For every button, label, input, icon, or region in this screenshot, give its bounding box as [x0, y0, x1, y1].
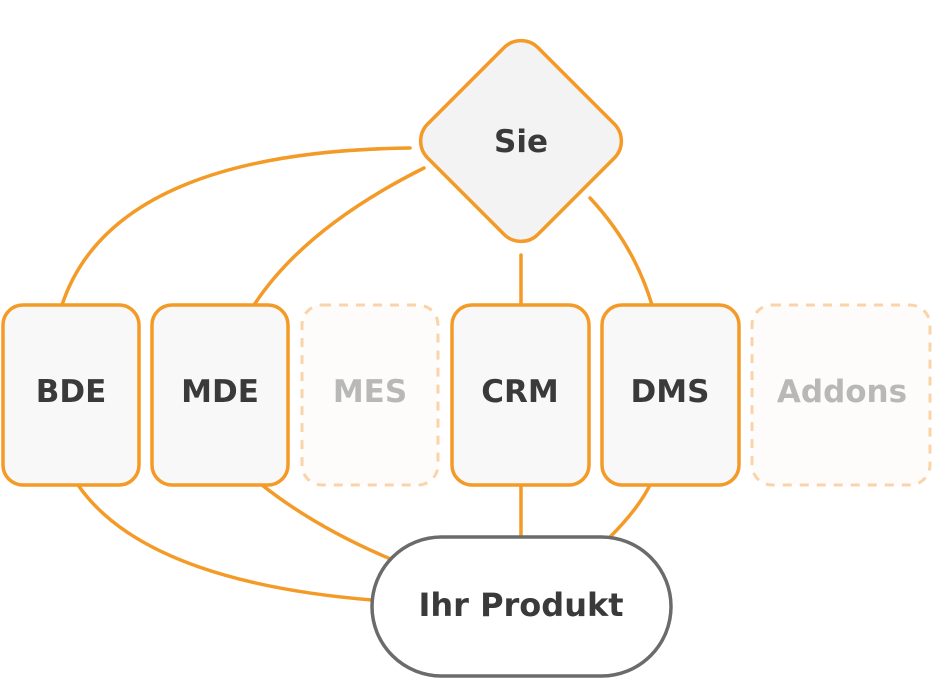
edge-mde-product: [260, 483, 395, 562]
module-crm[interactable]: CRM: [450, 303, 591, 487]
module-mes-label: MES: [333, 374, 407, 410]
center-diamond: [418, 38, 624, 244]
module-crm-label: CRM: [481, 374, 558, 410]
edge-bde-product: [76, 483, 374, 602]
module-addons-box: [750, 303, 932, 487]
edge-dms-product: [608, 483, 652, 539]
module-mde[interactable]: MDE: [150, 303, 290, 487]
edge-center-dms: [588, 196, 654, 307]
center-node[interactable]: Sie: [411, 31, 632, 252]
module-crm-box: [450, 303, 591, 487]
module-dms-box: [600, 303, 741, 487]
module-addons-label: Addons: [777, 374, 907, 410]
module-bde-box: [1, 303, 141, 487]
edge-center-bde: [60, 146, 412, 307]
module-mde-label: MDE: [181, 374, 259, 410]
module-bde-label: BDE: [36, 374, 107, 410]
module-addons: Addons: [750, 303, 932, 487]
module-mde-box: [150, 303, 290, 487]
module-mes: MES: [300, 303, 440, 487]
edge-center-mde: [252, 166, 426, 307]
module-dms[interactable]: DMS: [600, 303, 741, 487]
product-pill: [370, 535, 673, 678]
center-label: Sie: [494, 124, 548, 160]
module-bde[interactable]: BDE: [1, 303, 141, 487]
module-mes-box: [300, 303, 440, 487]
module-dms-label: DMS: [631, 374, 710, 410]
edges-bottom: [76, 483, 652, 602]
product-label: Ihr Produkt: [418, 586, 623, 624]
edges-top: [60, 146, 654, 307]
product-node[interactable]: Ihr Produkt: [370, 535, 673, 678]
